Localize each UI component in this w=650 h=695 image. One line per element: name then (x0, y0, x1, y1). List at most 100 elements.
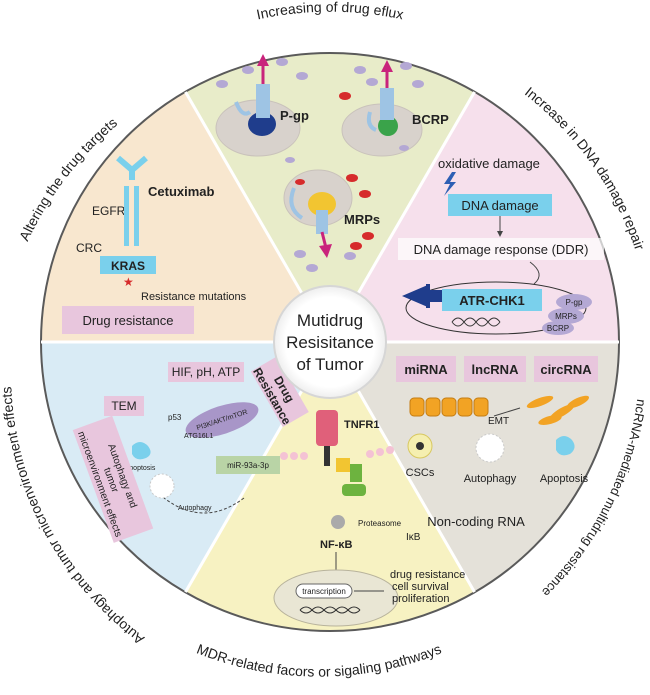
big-arrow-bar (426, 284, 430, 308)
apoptosis-left-label: Apoptosis (125, 465, 156, 472)
egfr-label: EGFR (92, 204, 126, 218)
noncoding-label: Non-coding RNA (427, 514, 525, 529)
center-circle (273, 285, 387, 399)
center-line-1: Mutidrug (297, 311, 363, 330)
complex-green (350, 464, 362, 482)
sector-dna-repair (330, 92, 619, 342)
drug-molecules (216, 58, 424, 272)
csc-nucleus (416, 442, 424, 450)
efflux-panel: P-gp BCRP MRPs (215, 54, 449, 272)
kras-box (100, 256, 156, 274)
red-molecules (295, 92, 374, 250)
pathways-panel: TNFR1 Proteasome IκB NF-κB transcription… (273, 410, 465, 627)
circrna-label: circRNA (540, 362, 592, 377)
targets-panel: Cetuximab EGFR CRC KRAS ★ Resistance mut… (62, 155, 247, 334)
autophagy-label: Autophagy (464, 473, 517, 485)
label-pathways: MDR-related facors or sigaling pathways (195, 641, 444, 680)
dna-damage-box (448, 194, 552, 216)
lncrna-box (464, 356, 526, 382)
pi3k-ellipse (185, 402, 259, 438)
complex-green-2 (342, 484, 366, 496)
kras-label: KRAS (111, 259, 145, 273)
epithelial-cells (409, 397, 489, 417)
mir-label: miR-93a-3p (227, 461, 269, 470)
proteasome-blob (331, 515, 345, 529)
center-line-3: of Tumor (296, 355, 363, 374)
atg-label: ATG16L1 (184, 433, 214, 440)
hif-label: HIF, pH, ATP (172, 365, 240, 379)
atr-ellipse (405, 281, 587, 335)
atr-box (442, 289, 542, 311)
tnfr1-stalk (324, 446, 330, 466)
mrps-transporter (308, 192, 336, 216)
egfr-receptor-left (124, 186, 129, 246)
cscs-label: CSCs (406, 467, 435, 479)
bcrp-membrane (366, 111, 377, 132)
autophagy-arrow (163, 497, 245, 514)
atr-label: ATR-CHK1 (459, 293, 524, 308)
autophagy-vesicle (475, 433, 505, 463)
proteasome-label: Proteasome (358, 519, 402, 528)
bcrp-small-label: BCRP (547, 324, 569, 333)
bcrp-channel (380, 88, 394, 120)
emt-arrow (493, 407, 521, 417)
nucleus-dna-icon (299, 606, 361, 614)
transcription-pill (295, 583, 353, 599)
mutations-label: Resistance mutations (141, 291, 247, 303)
autophagy-vesicle-left (149, 473, 175, 499)
output-1: drug resistance (390, 569, 465, 581)
mrps-small-blob (548, 308, 584, 324)
dna-helix-icon (451, 317, 501, 327)
cetuximab-label: Cetuximab (148, 184, 215, 199)
nfkb-label: NF-κB (320, 539, 352, 551)
center-line-2: Resisitance (286, 333, 374, 352)
bcrp-small-blob (542, 321, 574, 335)
mrps-arrow-head (319, 244, 332, 258)
mrps-label: MRPs (344, 212, 380, 227)
hif-box (168, 362, 244, 382)
pgp-small-label: P-gp (566, 298, 583, 307)
p53-label: p53 (168, 413, 182, 422)
mrps-small-label: MRPs (555, 312, 577, 321)
tem-box (104, 396, 144, 416)
pgp-membrane-left (234, 101, 252, 116)
ddr-box (398, 238, 604, 260)
ncrna-panel: miRNA lncRNA circRNA EMT CSCs Autophagy … (396, 356, 598, 529)
mir-box (216, 456, 280, 474)
sector-drug-targets (41, 92, 330, 342)
mesenchymal-cells (526, 395, 590, 425)
dna-panel: oxidative damage DNA damage DNA damage r… (398, 156, 604, 335)
mrps-membrane (289, 187, 304, 220)
lightning-icon (444, 172, 456, 196)
apoptosis-blob (556, 436, 575, 456)
bcrp-arrow-head (381, 60, 393, 72)
mirna-box (396, 356, 456, 382)
transcription-label: transcription (302, 587, 346, 596)
autophagy-small-label: Autophagy (178, 505, 212, 512)
pgp-small-blob (556, 294, 592, 310)
mrps-channel (316, 210, 328, 234)
drug-resistance-box (62, 306, 194, 334)
membrane-beads (280, 446, 394, 460)
output-3: proliferation (392, 593, 449, 605)
egfr-receptor-right (134, 186, 139, 246)
lncrna-label: lncRNA (472, 362, 520, 377)
ddr-label: DNA damage response (DDR) (414, 242, 589, 257)
pgp-channel (256, 84, 270, 118)
label-drug-efflux: Increasing of drug eflux (255, 0, 405, 22)
tem-label: TEM (111, 399, 136, 413)
mutation-star: ★ (123, 275, 134, 289)
apoptosis-label: Apoptosis (540, 473, 589, 485)
oxidative-label: oxidative damage (438, 156, 540, 171)
sector-pathways (185, 342, 475, 631)
dna-arrow-2 (529, 261, 540, 285)
circrna-box (534, 356, 598, 382)
emt-label: EMT (488, 416, 509, 427)
drug-resistance-label: Drug resistance (82, 313, 173, 328)
cetuximab-antibody (116, 155, 148, 180)
pgp-arrow-head (257, 54, 269, 66)
mirna-label: miRNA (404, 362, 448, 377)
crc-label: CRC (76, 241, 102, 255)
